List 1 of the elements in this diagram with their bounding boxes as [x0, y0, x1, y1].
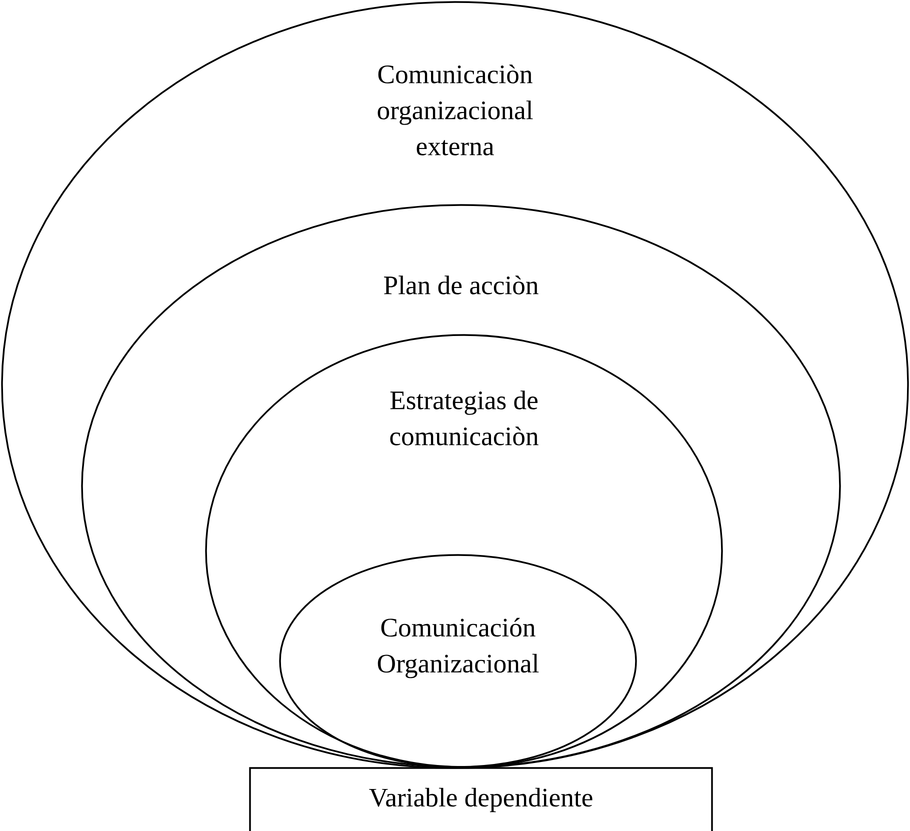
text-box: Variable dependiente	[249, 767, 713, 831]
